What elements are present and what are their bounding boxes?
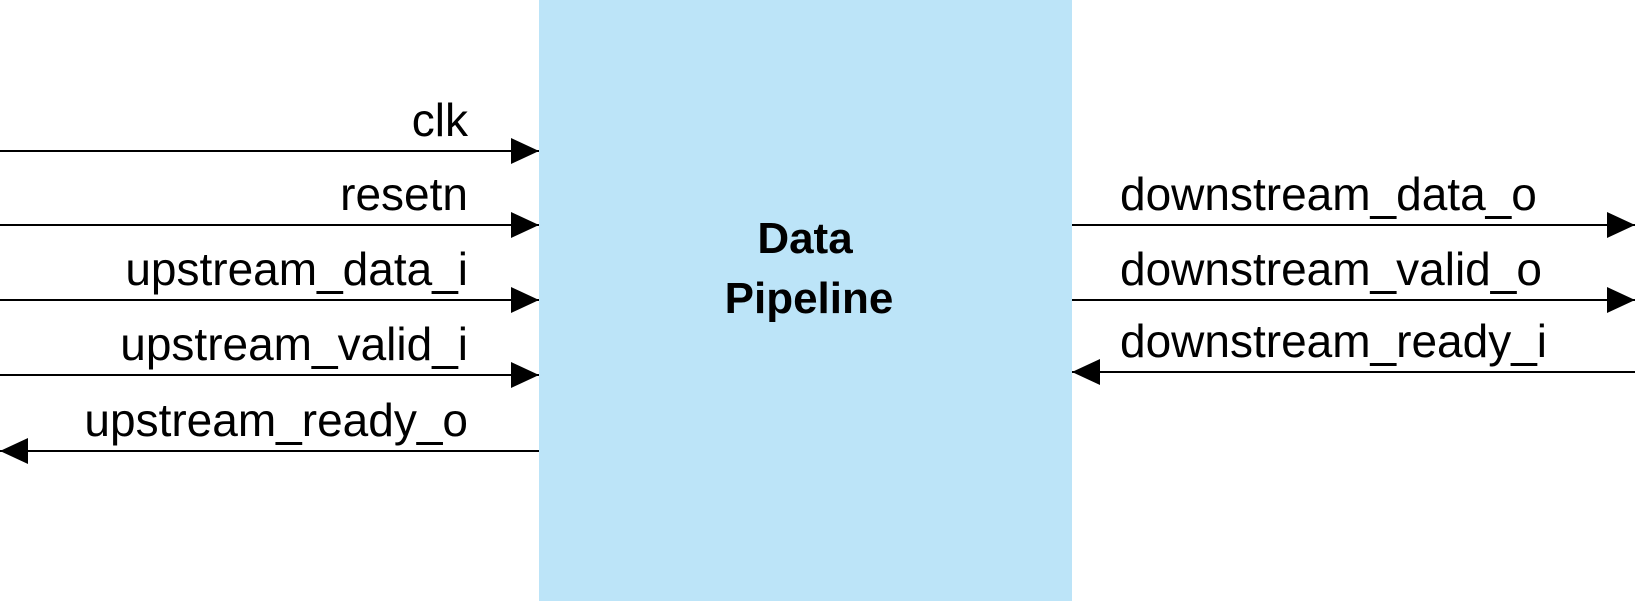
downstream-ready-i-label: downstream_ready_i <box>1120 315 1547 367</box>
block-title-line-2: Pipeline <box>725 274 894 323</box>
downstream-ready-i-arrowhead <box>1072 359 1100 385</box>
downstream-data-o-arrowhead <box>1607 212 1635 238</box>
upstream-ready-o-label: upstream_ready_o <box>84 394 468 446</box>
downstream-data-o-label: downstream_data_o <box>1120 168 1537 220</box>
clk-label: clk <box>412 94 469 146</box>
resetn-arrowhead <box>511 212 539 238</box>
block-title-line-1: Data <box>757 214 853 263</box>
upstream-ready-o-arrowhead <box>0 438 28 464</box>
port-group: clk resetn upstream_data_i upstream_valid_i… <box>0 94 1635 464</box>
upstream-data-i-label: upstream_data_i <box>125 243 468 295</box>
clk-arrowhead <box>511 138 539 164</box>
upstream-valid-i-arrowhead <box>511 362 539 388</box>
data-pipeline-block <box>539 0 1072 601</box>
upstream-data-i-arrowhead <box>511 287 539 313</box>
resetn-label: resetn <box>340 168 468 220</box>
downstream-valid-o-arrowhead <box>1607 287 1635 313</box>
downstream-valid-o-label: downstream_valid_o <box>1120 243 1542 295</box>
upstream-valid-i-label: upstream_valid_i <box>120 318 468 370</box>
